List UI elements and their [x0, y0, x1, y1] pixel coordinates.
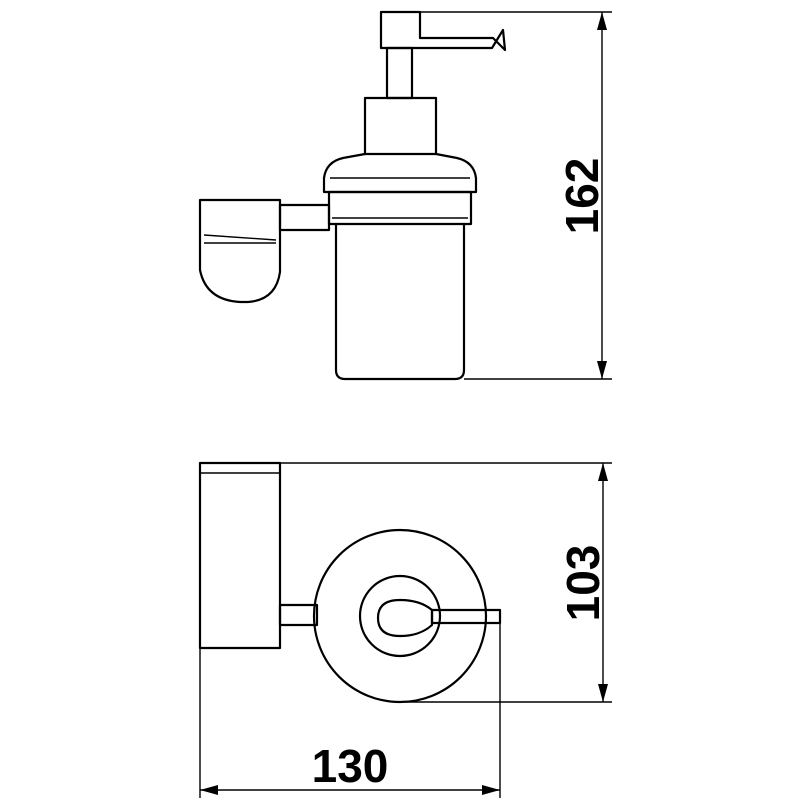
wall-plate: [198, 461, 282, 650]
bottle-shoulder: [322, 152, 478, 194]
pump-nozzle: [379, 10, 507, 52]
holder-arm: [278, 203, 331, 232]
top-arm: [278, 603, 319, 627]
depth-label: 103: [557, 545, 609, 622]
wall-mount-line: [203, 234, 277, 241]
wall-mount: [198, 198, 282, 304]
pump-collar: [363, 96, 438, 156]
pump-stem: [385, 46, 414, 100]
ring-outer-circle: [312, 528, 488, 704]
ring-inner-circle: [358, 574, 442, 658]
holder-ring: [327, 190, 473, 226]
glass-body: [334, 222, 466, 381]
side-view: [198, 10, 507, 381]
nozzle-top: [430, 608, 502, 625]
height-label: 162: [556, 158, 608, 235]
width-dimension: 130: [199, 623, 501, 798]
pump-head-top: [376, 598, 434, 638]
top-view: [198, 461, 502, 704]
height-dimension: 162: [420, 11, 612, 380]
depth-dimension: 103: [280, 462, 612, 703]
width-label: 130: [312, 740, 389, 792]
